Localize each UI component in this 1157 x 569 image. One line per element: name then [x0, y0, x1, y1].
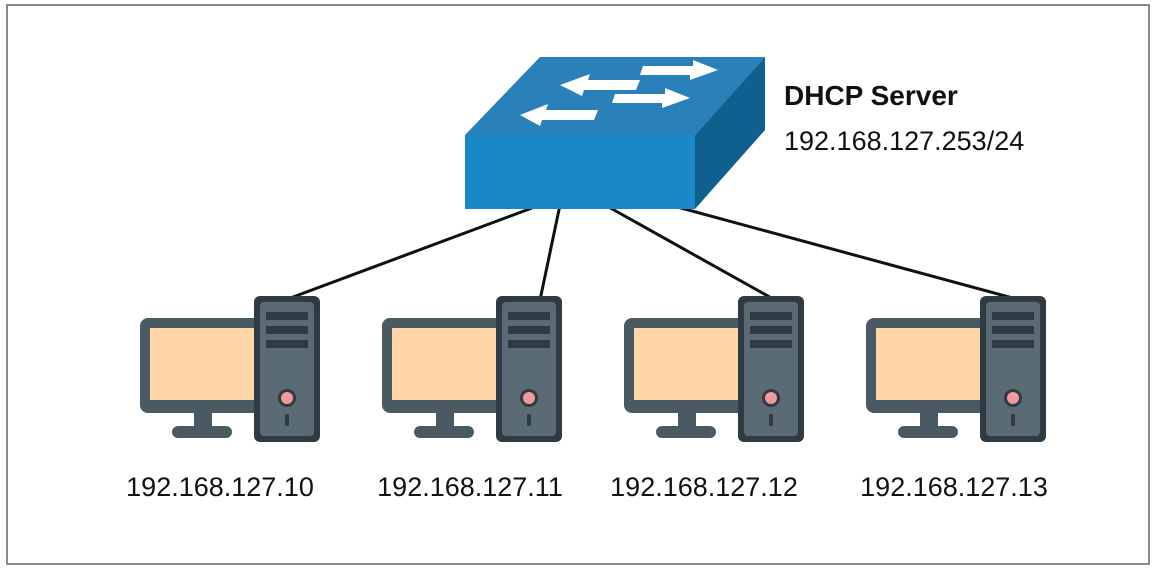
desktop-computer-icon — [624, 296, 804, 442]
link-to-pc-4 — [669, 203, 1021, 302]
dhcp-server-title: DHCP Server — [784, 80, 958, 111]
network-switch-icon — [465, 57, 765, 209]
client-ip-label: 192.168.127.13 — [860, 472, 1048, 502]
network-links — [284, 203, 1021, 302]
desktop-computer-icon — [866, 296, 1046, 442]
dhcp-server-ip: 192.168.127.253/24 — [784, 126, 1025, 156]
client-ip-label: 192.168.127.11 — [377, 472, 563, 502]
client-ip-label: 192.168.127.10 — [126, 472, 314, 502]
desktop-computer-icon — [382, 296, 562, 442]
link-to-pc-1 — [284, 203, 541, 302]
link-to-pc-3 — [604, 203, 776, 302]
client-ip-label: 192.168.127.12 — [610, 472, 798, 502]
desktop-computer-icon — [140, 296, 320, 442]
link-to-pc-2 — [538, 204, 562, 301]
